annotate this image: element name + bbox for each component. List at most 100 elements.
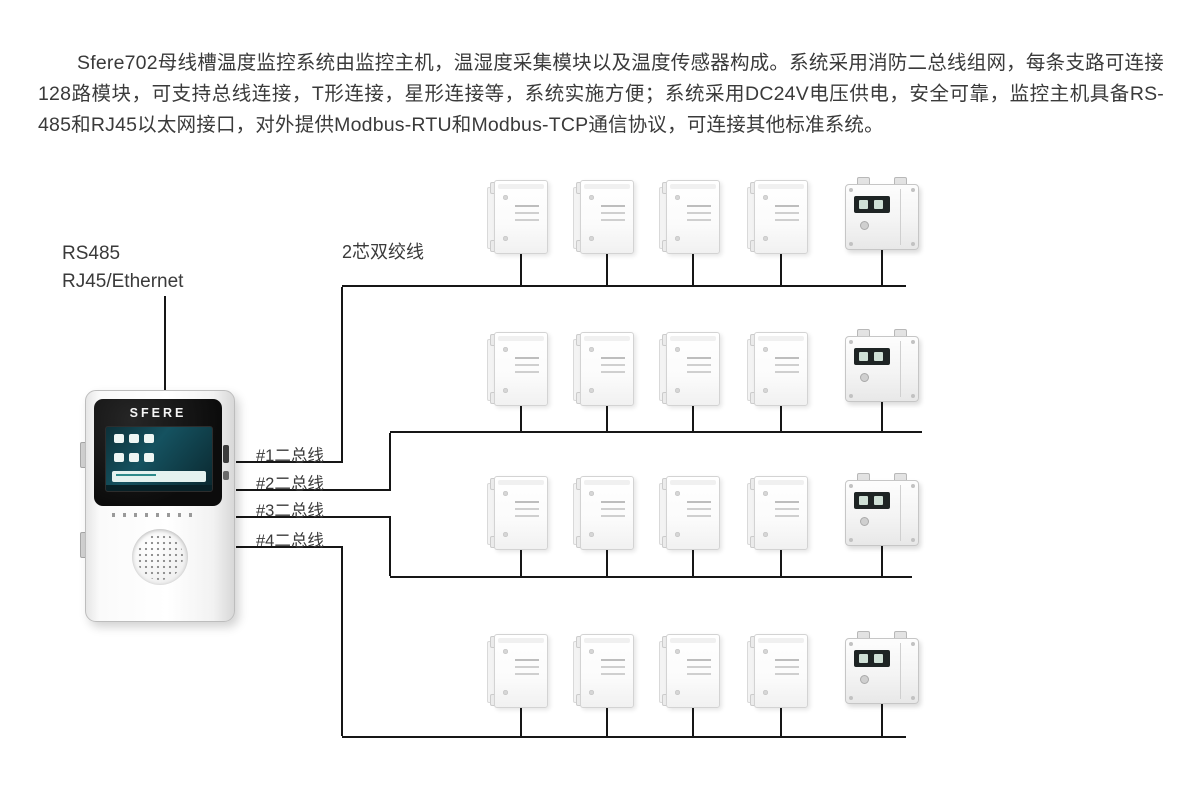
side-port-slot: [223, 445, 229, 463]
module-screw-hole: [589, 532, 594, 537]
module-drop-line: [606, 550, 608, 577]
module-label-lines: [775, 659, 799, 680]
module-screw-hole: [589, 491, 594, 496]
side-port-slot-small: [223, 471, 229, 480]
temperature-sensor-box: [845, 177, 919, 250]
module-face: [754, 332, 808, 406]
module-label-lines: [601, 659, 625, 680]
collector-module: [747, 180, 808, 254]
sensor-lcd-display: [854, 196, 890, 213]
bus-line-row-2: [390, 431, 922, 433]
module-screw-hole: [763, 236, 768, 241]
module-drop-line: [606, 406, 608, 432]
host-front-panel: SFERE: [94, 399, 222, 506]
rj45-ethernet-label: RJ45/Ethernet: [62, 271, 184, 292]
sensor-drop-line: [881, 250, 883, 286]
module-screw-hole: [503, 690, 508, 695]
monitoring-host-device: SFERE: [80, 390, 235, 622]
bus-line-row-1: [342, 285, 906, 287]
bus2-label: #2二总线: [256, 475, 324, 493]
module-label-lines: [515, 501, 539, 522]
screen-status-bar: [112, 471, 206, 482]
module-label-lines: [687, 501, 711, 522]
collector-module: [573, 180, 634, 254]
bus1-feeder-line: [236, 287, 343, 463]
sensor-door-seam: [900, 485, 901, 541]
bus-line-row-4: [342, 736, 906, 738]
module-screw-hole: [763, 491, 768, 496]
bus1-label: #1二总线: [256, 447, 324, 465]
sensor-body: [845, 480, 919, 546]
module-drop-line: [780, 550, 782, 577]
module-label-lines: [775, 501, 799, 522]
module-screw-hole: [675, 388, 680, 393]
sensor-drop-line: [881, 402, 883, 432]
module-screw-hole: [675, 532, 680, 537]
module-screw-hole: [675, 690, 680, 695]
module-screw-hole: [763, 649, 768, 654]
module-drop-line: [692, 254, 694, 286]
module-screw-hole: [589, 347, 594, 352]
module-screw-hole: [675, 195, 680, 200]
module-screw-hole: [763, 690, 768, 695]
collector-module: [487, 332, 548, 406]
collector-module: [659, 634, 720, 708]
twisted-pair-label: 2芯双绞线: [342, 242, 425, 262]
module-label-lines: [515, 357, 539, 378]
module-face: [666, 180, 720, 254]
temperature-sensor-box: [845, 473, 919, 546]
bus3-label: #3二总线: [256, 502, 324, 520]
indicator-dot-row: [112, 513, 198, 517]
module-label-lines: [515, 659, 539, 680]
rs485-label: RS485: [62, 243, 121, 264]
host-touchscreen: [105, 426, 213, 492]
module-screw-hole: [763, 195, 768, 200]
collector-module: [487, 476, 548, 550]
module-label-lines: [601, 205, 625, 226]
sensor-button: [860, 517, 869, 526]
sensor-door-seam: [900, 341, 901, 397]
screen-footer: [106, 485, 212, 491]
module-face: [580, 180, 634, 254]
module-label-lines: [515, 205, 539, 226]
collector-module: [747, 332, 808, 406]
collector-module: [487, 180, 548, 254]
module-face: [494, 634, 548, 708]
sensor-drop-line: [881, 546, 883, 577]
module-face: [666, 332, 720, 406]
intro-paragraph: Sfere702母线槽温度监控系统由监控主机，温湿度采集模块以及温度传感器构成。…: [38, 51, 1164, 136]
module-screw-hole: [503, 236, 508, 241]
module-label-lines: [775, 205, 799, 226]
sensor-body: [845, 638, 919, 704]
sensor-door-seam: [900, 643, 901, 699]
module-screw-hole: [763, 347, 768, 352]
module-drop-line: [692, 550, 694, 577]
module-drop-line: [520, 550, 522, 577]
module-screw-hole: [503, 491, 508, 496]
module-face: [754, 476, 808, 550]
module-drop-line: [520, 406, 522, 432]
screen-app-icons: [114, 434, 206, 472]
temperature-sensor-box: [845, 329, 919, 402]
module-screw-hole: [675, 236, 680, 241]
module-label-lines: [601, 501, 625, 522]
sensor-drop-line: [881, 704, 883, 737]
module-screw-hole: [589, 649, 594, 654]
module-drop-line: [520, 708, 522, 737]
module-screw-hole: [503, 388, 508, 393]
module-screw-hole: [503, 649, 508, 654]
module-face: [754, 634, 808, 708]
module-drop-line: [780, 708, 782, 737]
module-label-lines: [687, 357, 711, 378]
sensor-lcd-display: [854, 650, 890, 667]
bus4-label: #4二总线: [256, 532, 324, 550]
module-face: [494, 476, 548, 550]
module-drop-line: [606, 708, 608, 737]
module-face: [494, 180, 548, 254]
bus-line-row-3: [390, 576, 912, 578]
module-screw-hole: [675, 491, 680, 496]
module-face: [580, 332, 634, 406]
module-screw-hole: [589, 195, 594, 200]
host-body: SFERE: [85, 390, 235, 622]
